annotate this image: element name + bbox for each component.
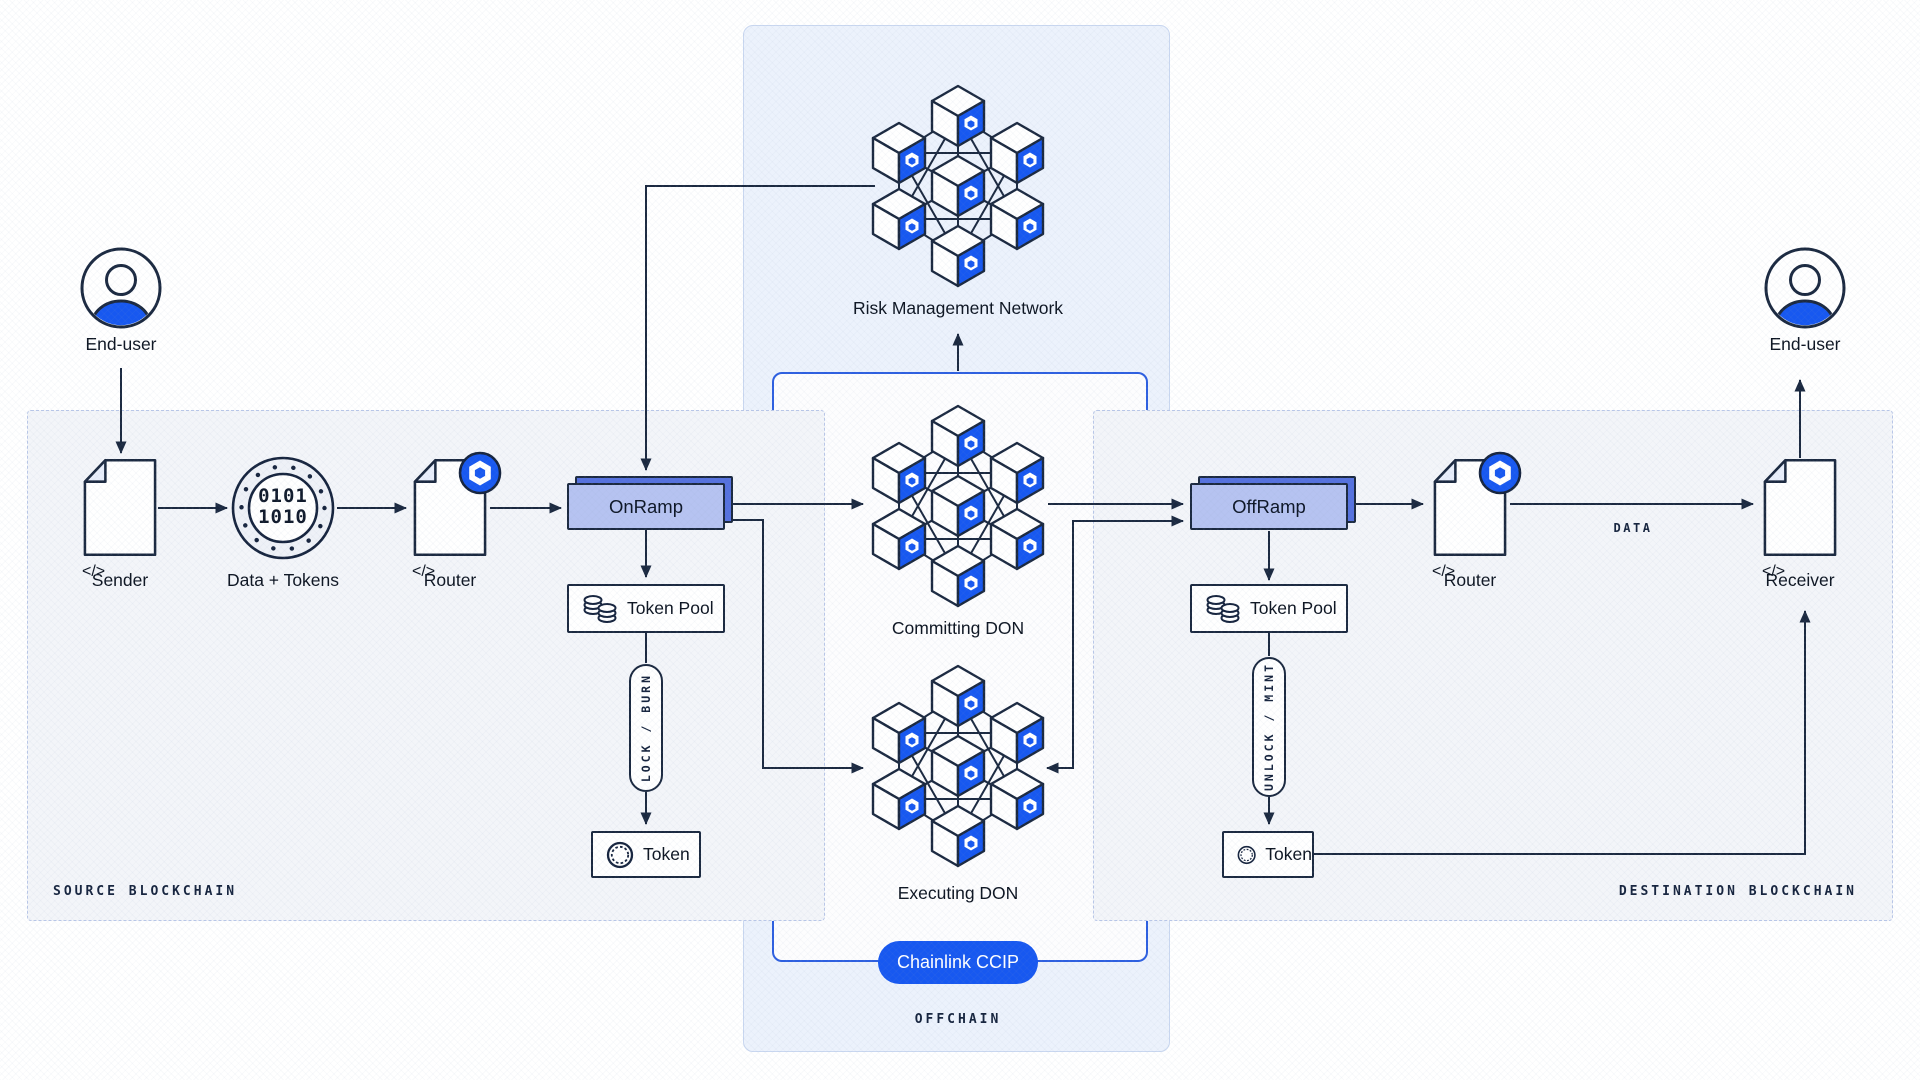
dest-router-node: </> (1432, 451, 1522, 580)
dest-token-label: Token (1265, 844, 1312, 864)
source-router-label: Router (423, 570, 477, 590)
code-glyph: </> (1762, 563, 1786, 580)
lock-burn-pill: LOCK / BURN (629, 664, 663, 792)
dest-token-pool-node: Token Pool (1190, 584, 1348, 633)
code-glyph: </> (412, 563, 436, 580)
chainlink-badge-icon (1478, 451, 1522, 495)
offchain-label: OFFCHAIN (914, 1012, 1002, 1027)
dest-token-node: Token (1222, 831, 1314, 878)
offramp-node: OffRamp (1190, 476, 1356, 531)
end-user-label: End-user (85, 334, 157, 354)
dest-end-user-label: End-user (1769, 334, 1841, 354)
risk-management-network-icon (863, 83, 1053, 291)
onramp-node: OnRamp (567, 476, 733, 531)
executing-don-label: Executing DON (897, 883, 1019, 903)
sender-label: Sender (91, 570, 149, 590)
data-flow-label: DATA (1613, 521, 1653, 535)
unlock-mint-pill: UNLOCK / MINT (1252, 657, 1286, 797)
source-token-pool-node: Token Pool (567, 584, 725, 633)
chainlink-badge-icon (458, 451, 502, 495)
token-pool-icon (583, 594, 617, 623)
receiver-node: </> (1762, 458, 1838, 580)
code-glyph: </> (82, 563, 106, 580)
destination-blockchain-label: DESTINATION BLOCKCHAIN (1618, 884, 1857, 899)
document-icon (1763, 458, 1837, 557)
end-user-icon (79, 246, 163, 330)
code-glyph: </> (1432, 563, 1456, 580)
dest-token-pool-label: Token Pool (1250, 598, 1337, 618)
onramp-label: OnRamp (567, 483, 725, 530)
token-icon (1237, 845, 1256, 864)
unlock-mint-label: UNLOCK / MINT (1262, 662, 1276, 792)
lock-burn-label: LOCK / BURN (639, 673, 653, 783)
offramp-label: OffRamp (1190, 483, 1348, 530)
dest-router-label: Router (1443, 570, 1497, 590)
document-icon (83, 458, 157, 557)
token-icon (606, 841, 634, 868)
source-token-pool-label: Token Pool (627, 598, 714, 618)
committing-don-label: Committing DON (891, 618, 1025, 638)
sender-node: </> (82, 458, 158, 580)
source-router-node: </> (412, 451, 502, 580)
executing-don-icon (863, 663, 1053, 871)
token-pool-icon (1206, 594, 1240, 623)
chainlink-ccip-badge: Chainlink CCIP (878, 941, 1038, 984)
source-token-node: Token (591, 831, 701, 878)
source-blockchain-label: SOURCE BLOCKCHAIN (53, 884, 238, 899)
end-user-icon (1763, 246, 1847, 330)
committing-don-icon (863, 403, 1053, 611)
receiver-label: Receiver (1765, 570, 1835, 590)
data-tokens-label: Data + Tokens (226, 570, 340, 590)
source-token-label: Token (643, 844, 690, 864)
risk-management-network-label: Risk Management Network (852, 298, 1064, 318)
